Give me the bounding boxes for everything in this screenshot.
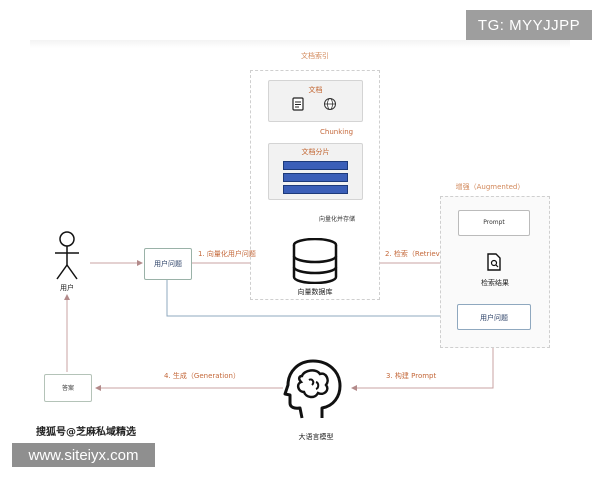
user-label: 用户	[60, 284, 74, 292]
top-strip	[30, 40, 570, 48]
edge-label-retrieval: 2. 检索（Retrieval）	[385, 250, 454, 258]
llm-label: 大语言模型	[298, 433, 334, 441]
augmented-section-title: 增强（Augmented）	[455, 183, 525, 191]
results-document-icon	[487, 253, 501, 271]
prompt-label: Prompt	[483, 219, 505, 226]
edge-augmented-llm	[351, 348, 494, 391]
chunk-bar-3	[283, 185, 348, 194]
edge-label-generation: 4. 生成（Generation）	[164, 372, 240, 380]
chunks-label: 文档分片	[301, 148, 330, 156]
answer-label: 答案	[61, 385, 74, 392]
brain-head-icon	[283, 359, 342, 419]
edge-label-build-prompt: 3. 构建 Prompt	[386, 372, 437, 380]
chunk-bar-2	[283, 173, 348, 182]
globe-icon	[324, 98, 336, 110]
watermark-tg: TG: MYYJJPP	[466, 10, 592, 40]
question-box-label: 用户问题	[154, 260, 182, 268]
document-box: 文档	[268, 80, 363, 122]
watermark-url: www.siteiyx.com	[12, 443, 155, 467]
watermark-source: 搜狐号@芝麻私域精选	[36, 427, 136, 438]
db-label: 向量数据库	[297, 288, 333, 296]
chunks-box: 文档分片	[268, 143, 363, 200]
chunking-label: Chunking	[320, 128, 354, 136]
edge-label-vectorize: 1. 向量化用户问题	[198, 250, 256, 258]
document-icon	[292, 97, 304, 111]
database-icon	[292, 238, 338, 284]
document-label: 文档	[308, 86, 323, 94]
answer-box: 答案	[44, 374, 92, 402]
results-label: 检索结果	[481, 279, 509, 287]
question-box: 用户问题	[144, 248, 192, 280]
augmented-question-label: 用户问题	[480, 314, 508, 322]
chunk-bar-1	[283, 161, 348, 170]
prompt-box: Prompt	[458, 210, 530, 236]
augmented-question-box: 用户问题	[457, 304, 531, 330]
person-icon	[55, 231, 79, 280]
index-section-title: 文档索引	[301, 52, 329, 60]
store-label: 向量化并存储	[319, 216, 356, 223]
edge-question-augmented	[166, 278, 456, 319]
